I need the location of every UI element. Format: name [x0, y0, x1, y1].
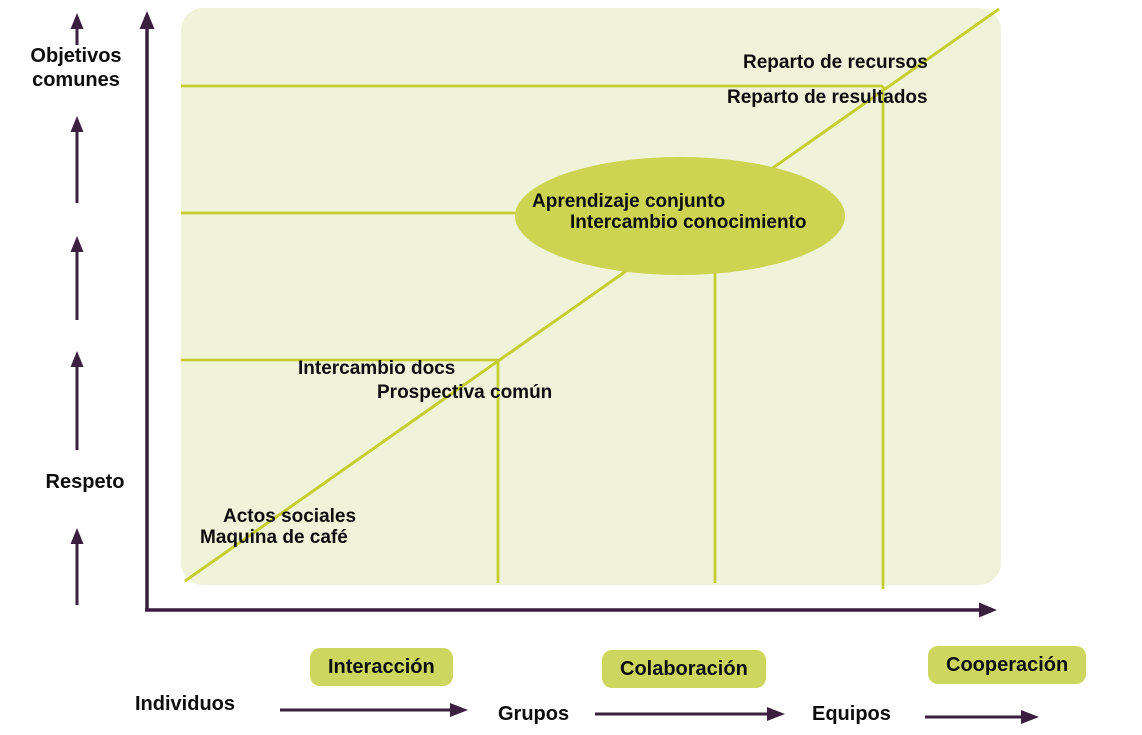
step-lines: [181, 7, 1000, 589]
diagonal-line: [184, 7, 1000, 583]
cooperation-label-2: Reparto de resultados: [727, 87, 928, 108]
ellipse-label-2: Intercambio conocimiento: [570, 212, 807, 233]
collaboration-label-2: Prospectiva común: [377, 382, 553, 403]
axes: [139, 11, 997, 618]
knowledge-ellipse: [515, 157, 845, 275]
up-arrow-icon: [70, 528, 84, 605]
up-arrow-icon: [70, 13, 84, 45]
x-axis-arrowhead-icon: [979, 602, 997, 618]
ellipse-label-1: Aprendizaje conjunto: [532, 191, 726, 212]
y-axis-label-respeto: Respeto: [45, 471, 125, 493]
up-arrow-icon: [70, 116, 84, 203]
interaction-label-2: Maquina de café: [200, 527, 348, 548]
collaboration-label-1: Intercambio docs: [298, 358, 456, 379]
y-axis-label-line1: Objetivos: [30, 45, 122, 67]
x-axis-label-individuos: Individuos: [135, 693, 235, 715]
y-axis-arrowhead-icon: [139, 11, 155, 29]
bottom-arrow-row: [280, 703, 1039, 724]
up-arrow-icon: [70, 236, 84, 320]
right-arrow-icon: [925, 710, 1039, 724]
y-axis-label-objetivos: Objetivos comunes: [2, 44, 150, 92]
left-arrow-column: [70, 13, 84, 605]
x-axis-label-equipos: Equipos: [812, 703, 891, 725]
y-axis-label-line2: comunes: [32, 69, 120, 91]
stage-badge-interaccion: Interacción: [310, 648, 453, 686]
interaction-label-1: Actos sociales: [223, 506, 357, 527]
up-arrow-icon: [70, 351, 84, 450]
stage-badge-cooperacion: Cooperación: [928, 646, 1087, 684]
stage-badge-colaboracion: Colaboración: [602, 650, 766, 688]
right-arrow-icon: [280, 703, 468, 717]
cooperation-label-1: Reparto de recursos: [743, 52, 928, 73]
right-arrow-icon: [595, 707, 785, 721]
x-axis-label-grupos: Grupos: [498, 703, 570, 725]
